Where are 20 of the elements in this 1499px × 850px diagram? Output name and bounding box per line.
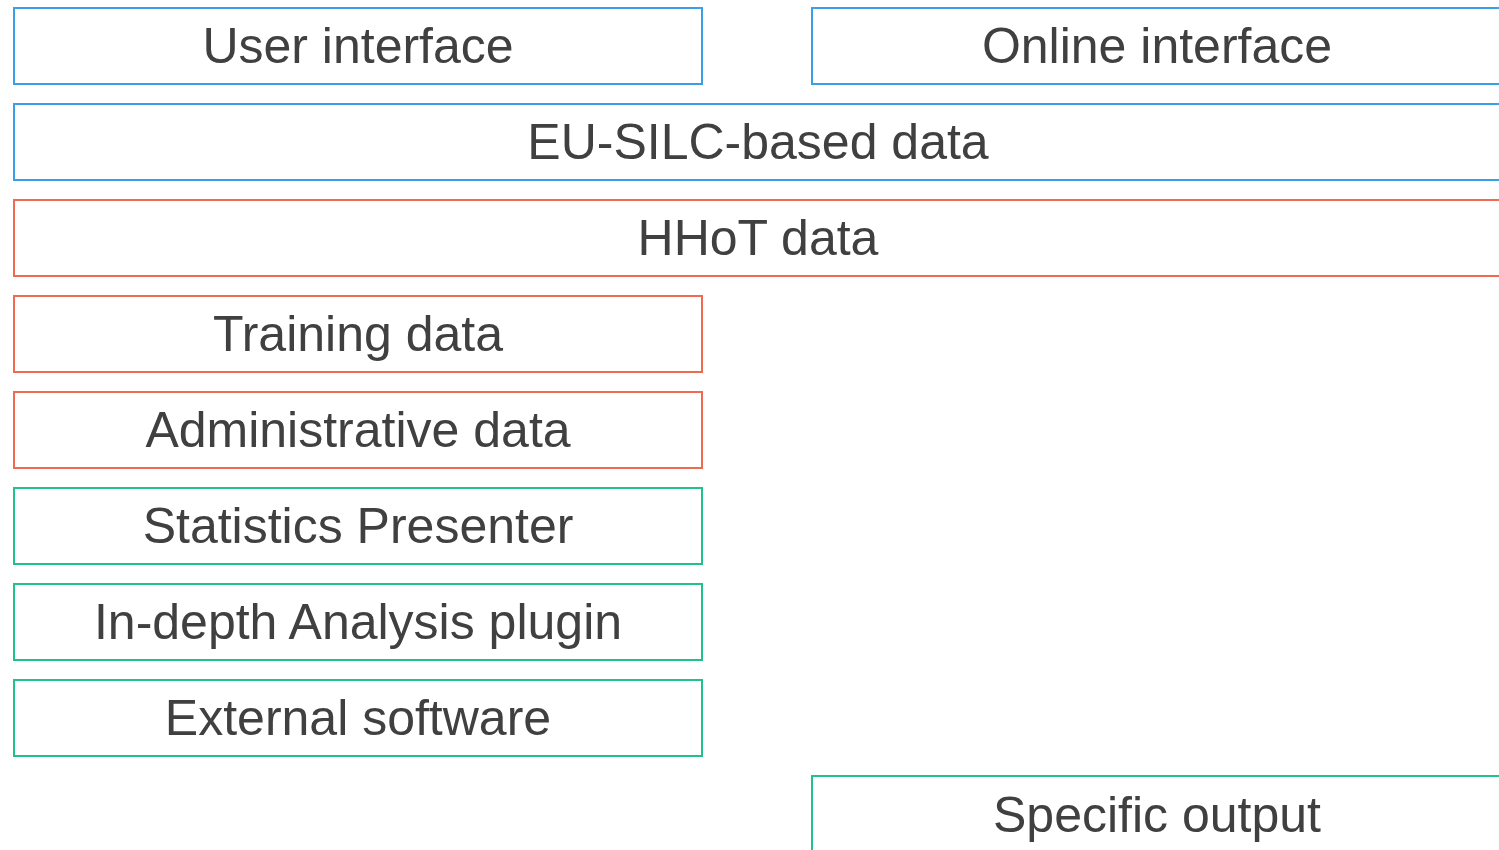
label-box: [13, 7, 703, 85]
label-box: [811, 775, 1499, 850]
box-label: Administrative data: [145, 402, 571, 458]
label-box: [13, 103, 1499, 181]
label-box: [13, 295, 703, 373]
label-box: [13, 487, 703, 565]
label-box: [13, 679, 703, 757]
box-label: Online interface: [981, 18, 1333, 74]
box-label: External software: [164, 690, 552, 746]
box-label: Training data: [213, 306, 503, 362]
box-label: In-depth Analysis plugin: [93, 594, 623, 650]
label-box: [13, 199, 1499, 277]
label-box: [13, 583, 703, 661]
box-label: EU-SILC-based data: [527, 114, 989, 170]
box-label: HHoT data: [637, 210, 879, 266]
box-label: User interface: [202, 18, 514, 74]
label-box: [13, 391, 703, 469]
box-label: Specific output: [993, 787, 1321, 843]
box-label: Statistics Presenter: [142, 498, 574, 554]
label-box: [811, 7, 1499, 85]
